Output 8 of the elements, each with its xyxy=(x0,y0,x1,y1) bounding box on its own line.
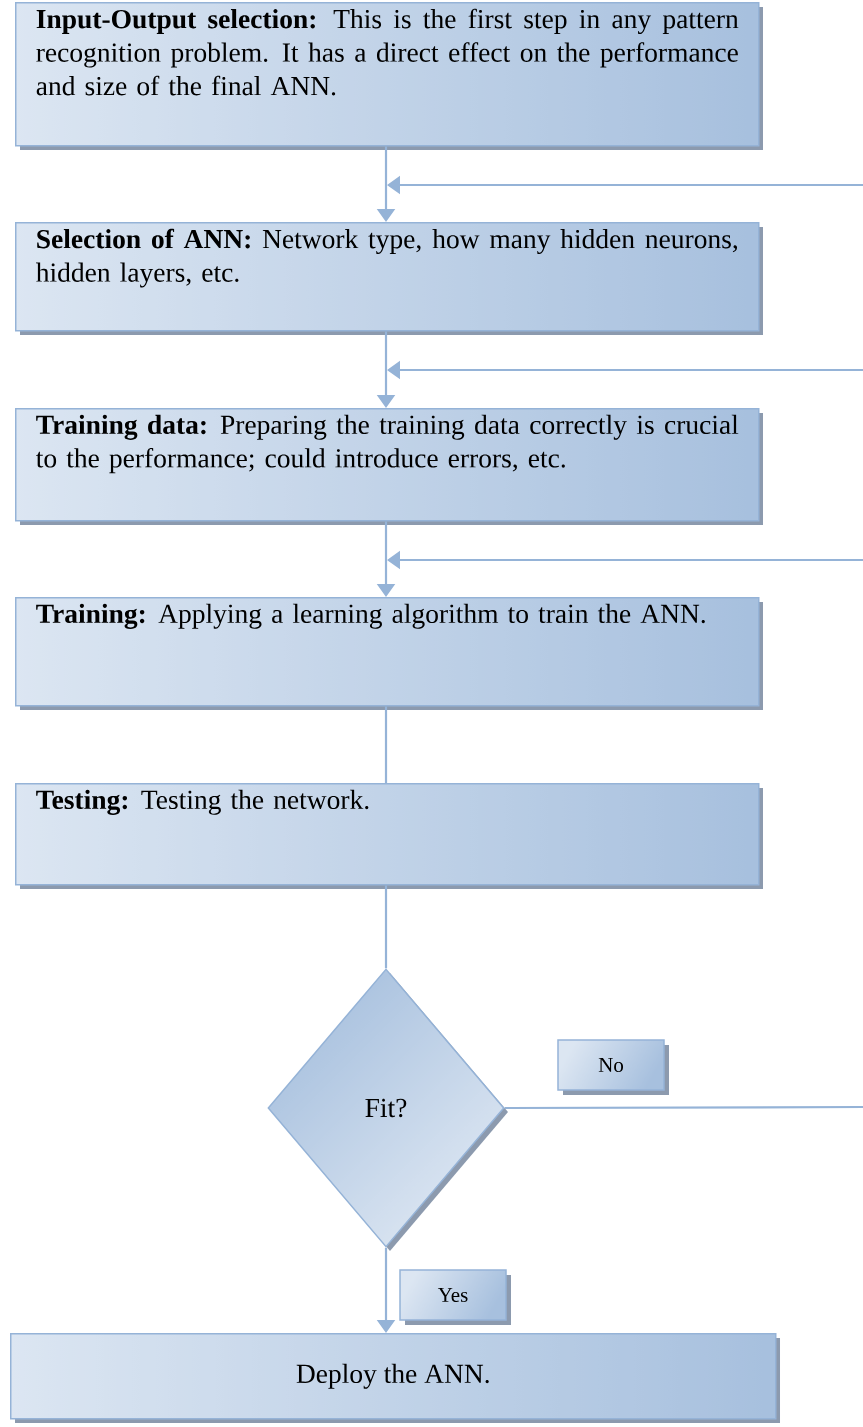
process-box: Deploy the ANN. xyxy=(10,1333,780,1423)
process-box: Training: Applying a learning algorithm to train the ANN. xyxy=(15,597,763,710)
edge-label: Yes xyxy=(399,1269,511,1325)
edge-label: No xyxy=(557,1039,669,1095)
process-box: Input-Output selection: This is the first step in any pattern recognition problem. It has a direct effect on the performance and size of the final ANN. xyxy=(15,2,763,150)
process-box: Testing: Testing the network. xyxy=(15,783,763,889)
process-box: Selection of ANN: Network type, how many hidden neurons, hidden layers, etc. xyxy=(15,222,763,335)
process-box: Training data: Preparing the training data correctly is crucial to the performance; could introduce errors, etc. xyxy=(15,408,763,525)
